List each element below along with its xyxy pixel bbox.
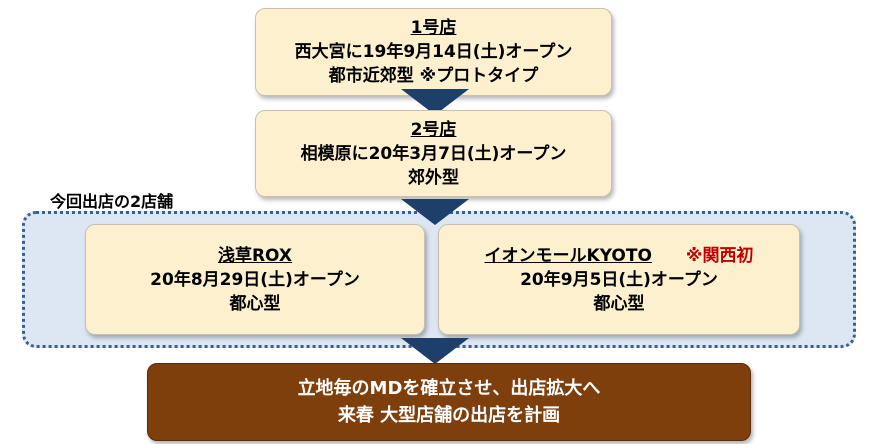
store-1-title: 1号店 [410,18,457,38]
store-1-opening: 西大宮に19年9月14日(土)オープン [294,42,573,62]
store-kyoto-note: ※関西初 [685,245,754,266]
store-asakusa-type: 都心型 [229,293,281,314]
store-1-box: 1号店 西大宮に19年9月14日(土)オープン 都市近郊型 ※プロトタイプ [255,8,612,96]
store-2-type: 郊外型 [408,167,459,188]
store-kyoto-title: イオンモールKYOTO [484,245,652,266]
store-asakusa-title: 浅草ROX [217,245,293,266]
store-kyoto-opening: 20年9月5日(土)オープン [520,269,718,290]
store-kyoto-type: 都心型 [593,293,645,314]
store-2-opening: 相模原に20年3月7日(土)オープン [300,143,567,164]
new-stores-group-label: 今回出店の2店舗 [50,192,174,211]
summary-line-1: 立地毎のMDを確立させ、出店拡大へ [297,378,601,399]
store-2-box: 2号店 相模原に20年3月7日(土)オープン 郊外型 [255,110,612,197]
store-asakusa-opening: 20年8月29日(土)オープン [150,269,360,290]
summary-box: 立地毎のMDを確立させ、出店拡大へ 来春 大型店舗の出店を計画 [147,363,751,441]
store-asakusa-box: 浅草ROX 20年8月29日(土)オープン 都心型 [85,224,425,335]
store-1-type: 都市近郊型 ※プロトタイプ [328,66,539,86]
store-kyoto-header: イオンモールKYOTO ※関西初 [485,244,754,268]
store-kyoto-box: イオンモールKYOTO ※関西初 20年9月5日(土)オープン 都心型 [438,224,800,335]
down-arrow-3 [401,338,469,364]
down-arrow-2 [401,199,469,225]
summary-line-2: 来春 大型店舗の出店を計画 [337,405,561,426]
store-2-title: 2号店 [410,119,457,140]
